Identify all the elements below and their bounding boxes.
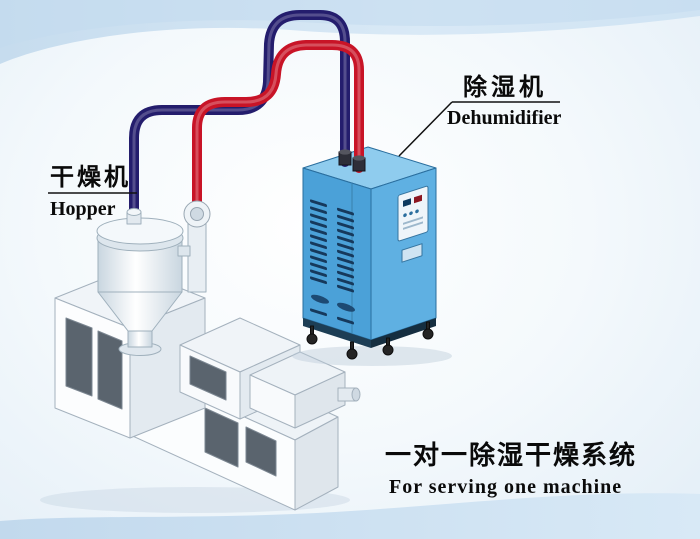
panel-button bbox=[415, 209, 419, 214]
cabinet-vents bbox=[310, 199, 355, 325]
hopper-dryer bbox=[96, 200, 211, 356]
gearbox-panel bbox=[189, 355, 227, 401]
panel-display bbox=[403, 198, 411, 207]
frame-door bbox=[65, 317, 93, 397]
hopper-label-cn: 干燥机 bbox=[50, 164, 131, 191]
dehumidifier-label-cn: 除湿机 bbox=[463, 74, 547, 101]
return-air-pipe-navy bbox=[129, 10, 350, 221]
extruder-head bbox=[249, 351, 361, 429]
caster-wheels bbox=[306, 321, 434, 360]
cabinet-front-face bbox=[302, 167, 372, 341]
background-band-bottom bbox=[0, 493, 700, 539]
dehumidifier-cabinet bbox=[292, 146, 452, 366]
frame-door bbox=[97, 330, 123, 410]
panel-button bbox=[409, 211, 413, 216]
system-caption-cn: 一对一除湿干燥系统 bbox=[385, 440, 638, 470]
background-band-top bbox=[0, 0, 700, 64]
pointer-lines bbox=[48, 101, 560, 194]
extruder-die bbox=[351, 387, 361, 402]
hopper-neck bbox=[127, 330, 153, 348]
panel-button bbox=[403, 213, 407, 218]
dry-air-pipe-red bbox=[192, 40, 364, 215]
cabinet-shadow bbox=[292, 346, 452, 366]
dehumidifier-pointer-line bbox=[398, 101, 453, 157]
cabinet-control-panel bbox=[397, 185, 429, 263]
system-caption-en: For serving one machine bbox=[389, 476, 623, 498]
pipe-fittings bbox=[338, 149, 366, 172]
panel-display bbox=[414, 194, 422, 204]
hopper-label-en: Hopper bbox=[50, 198, 116, 220]
base-panel-door bbox=[245, 426, 277, 477]
dehumidifier-label-en: Dehumidifier bbox=[447, 107, 562, 129]
cabinet-base bbox=[303, 318, 371, 348]
vent-oval bbox=[337, 302, 355, 312]
vent-oval bbox=[311, 294, 329, 304]
panel-lower-vent bbox=[401, 243, 423, 263]
hopper-blower-unit bbox=[177, 200, 211, 293]
base-panel-door bbox=[204, 407, 239, 468]
